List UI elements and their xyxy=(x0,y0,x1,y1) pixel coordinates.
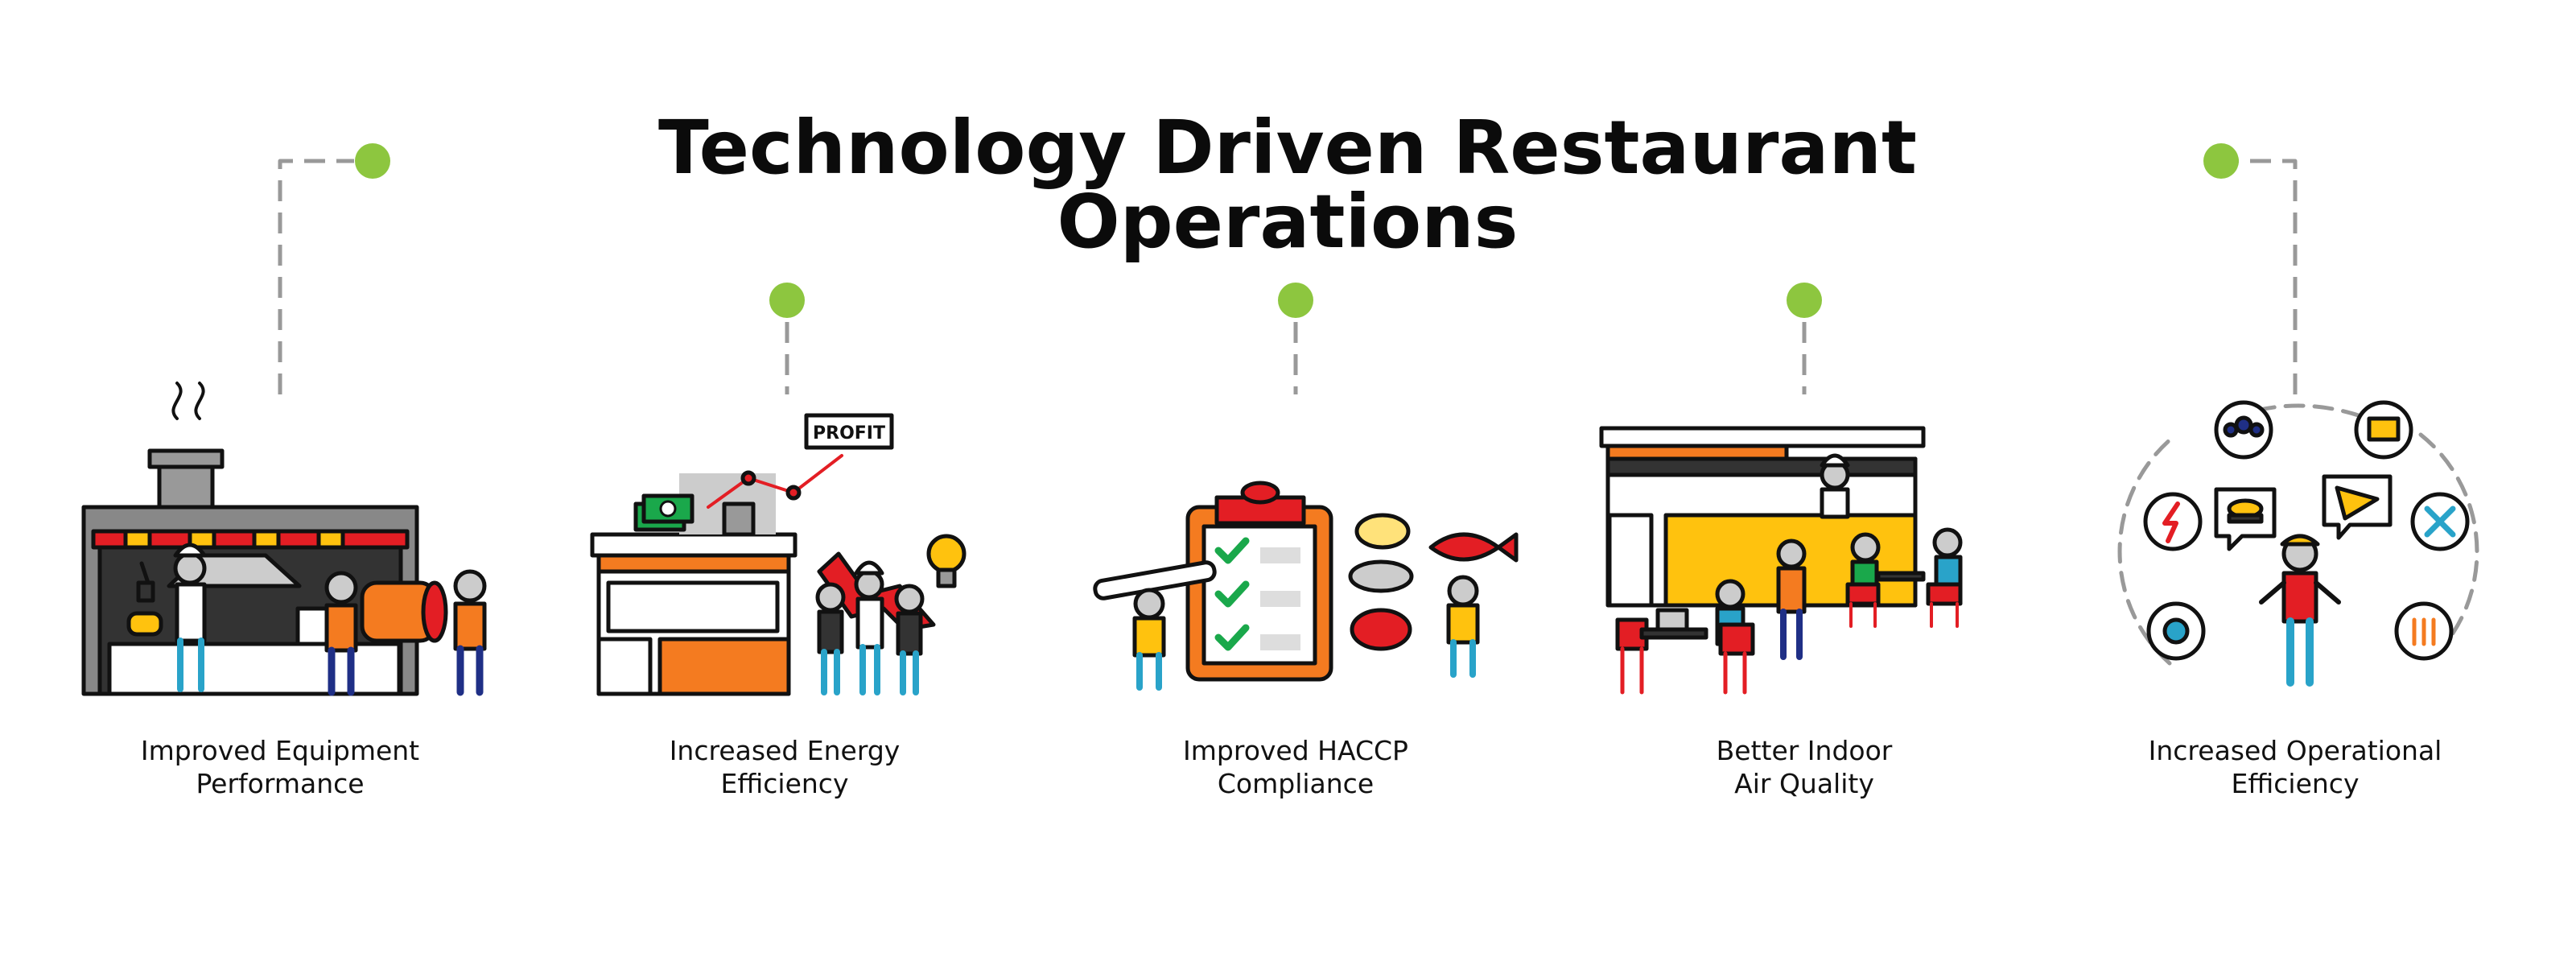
shop-panel-dark xyxy=(1605,456,1918,477)
store-awning xyxy=(596,553,791,574)
gear-icon xyxy=(2146,601,2206,661)
caption-haccp-line2: Compliance xyxy=(1217,768,1375,799)
store-door xyxy=(596,637,653,696)
dot-haccp xyxy=(1278,283,1313,318)
checklist xyxy=(1214,537,1300,651)
cook-figure xyxy=(1820,453,1850,519)
laptop-icon xyxy=(1655,608,1689,632)
dot-right xyxy=(2203,143,2239,179)
power-icon xyxy=(2143,492,2203,551)
manager-figure xyxy=(2259,534,2341,687)
shrimp-icon xyxy=(1348,559,1414,593)
burger-bubble-icon xyxy=(2214,487,2277,551)
chef-figure xyxy=(126,543,207,692)
shop-roof xyxy=(1599,426,1926,448)
caption-air-quality: Better Indoor Air Quality xyxy=(1627,734,1981,800)
air-quality-illustration xyxy=(1599,426,1963,695)
accent-dots xyxy=(355,143,2239,318)
cash-icon xyxy=(633,493,694,532)
food-items xyxy=(1348,513,1519,678)
caption-energy-line1: Increased Energy xyxy=(669,735,901,766)
pen-icon xyxy=(1093,560,1217,600)
connector-left xyxy=(278,159,354,394)
steak-icon xyxy=(1350,608,1412,651)
mechanic-figures xyxy=(324,569,487,696)
dot-left xyxy=(355,143,390,179)
profit-sign-text: PROFIT xyxy=(813,423,885,444)
dot-energy xyxy=(769,283,805,318)
caption-operational-line2: Efficiency xyxy=(2231,768,2360,799)
awning-stripes xyxy=(123,529,345,550)
store-roof xyxy=(590,532,798,558)
chimney-cap xyxy=(147,448,225,469)
operations-illustration xyxy=(2117,400,2479,687)
caption-air-quality-line2: Air Quality xyxy=(1734,768,1874,799)
team-figures xyxy=(815,560,925,695)
page-title: Technology Driven Restaurant Operations xyxy=(658,105,1917,265)
caption-air-quality-line1: Better Indoor xyxy=(1716,735,1893,766)
chicken-icon xyxy=(1354,513,1411,550)
arc-dashed xyxy=(2117,432,2479,666)
profit-line xyxy=(707,454,843,509)
dot-air xyxy=(1787,283,1822,318)
pen-holder-figure xyxy=(1093,560,1217,691)
energy-illustration: PROFIT xyxy=(590,413,967,696)
tools-icon xyxy=(2410,492,2470,551)
caption-operational-line1: Increased Operational xyxy=(2148,735,2442,766)
caption-haccp: Improved HACCP Compliance xyxy=(1119,734,1473,800)
chimney xyxy=(157,464,215,510)
profit-sign xyxy=(804,413,894,450)
caption-operational: Increased Operational Efficiency xyxy=(2118,734,2472,800)
kitchen-illustration xyxy=(81,382,487,696)
caption-energy: Increased Energy Efficiency xyxy=(608,734,962,800)
caption-equipment: Improved Equipment Performance xyxy=(103,734,457,800)
dining-set-left xyxy=(1615,579,1755,695)
steam-icon xyxy=(171,382,205,420)
pizza-bubble-icon xyxy=(2322,474,2393,540)
connectors xyxy=(278,159,2298,394)
caption-equipment-line1: Improved Equipment xyxy=(140,735,420,766)
lightbulb-icon xyxy=(926,534,967,588)
team-icon xyxy=(2214,400,2273,460)
server-figure xyxy=(1776,539,1807,660)
caption-energy-line2: Efficiency xyxy=(720,768,849,799)
caption-haccp-line1: Improved HACCP xyxy=(1183,735,1408,766)
caption-equipment-line2: Performance xyxy=(196,768,365,799)
connector-right xyxy=(2221,159,2298,394)
fish-icon xyxy=(1428,532,1519,563)
store-window xyxy=(606,580,780,633)
haccp-illustration xyxy=(1093,481,1519,691)
mail-icon xyxy=(2354,400,2413,460)
dining-set-right xyxy=(1845,527,1963,628)
store-panel xyxy=(657,637,791,696)
utensils-icon xyxy=(2394,601,2454,661)
